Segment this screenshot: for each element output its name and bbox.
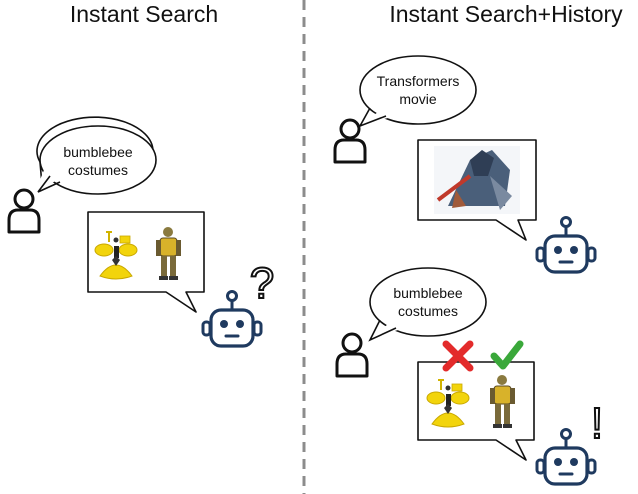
history-query-bubble: Transformers movie: [358, 55, 477, 128]
accept-check-icon: [490, 340, 524, 370]
left-panel-title: Instant Search: [70, 1, 218, 27]
left-user-icon: [7, 188, 41, 234]
right-robot-icon-bottom: [535, 427, 597, 486]
left-query-bubble: bumblebee costumes: [36, 116, 157, 195]
history-query-line2: movie: [399, 91, 437, 107]
exclamation-mark-icon: !: [591, 399, 603, 448]
right-user-icon-bottom: [335, 332, 369, 378]
left-query-line2: costumes: [68, 162, 128, 178]
transformers-movie-image: [434, 146, 520, 214]
question-mark-icon: ?: [250, 259, 274, 308]
right-robot-icon-top: [535, 215, 597, 274]
right-query-line2: costumes: [398, 303, 458, 319]
history-query-line1: Transformers: [377, 73, 460, 89]
right-result-bubble: [417, 361, 535, 461]
history-result-bubble: [417, 139, 537, 241]
left-query-line1: bumblebee: [63, 144, 132, 160]
right-query-line1: bumblebee: [393, 285, 462, 301]
reject-cross-icon: [442, 340, 474, 372]
left-result-bubble: [87, 211, 205, 313]
right-query-bubble: bumblebee costumes: [368, 267, 487, 342]
right-panel-title: Instant Search+History: [389, 1, 623, 27]
